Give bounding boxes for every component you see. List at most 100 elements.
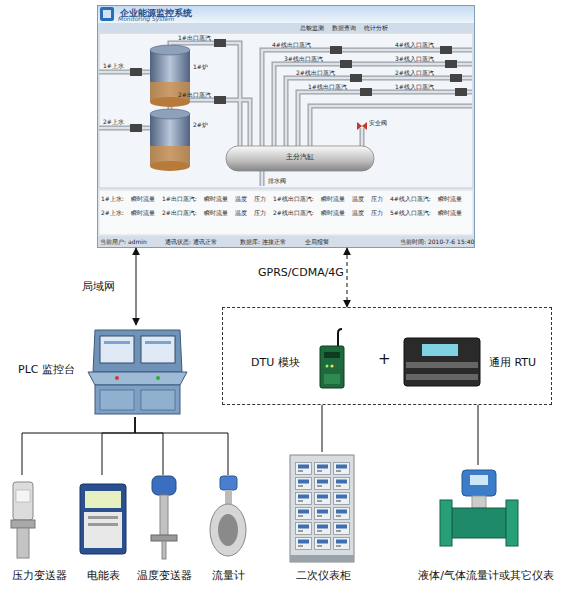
plc-console-drawing xyxy=(141,390,175,410)
screen-background xyxy=(97,5,475,23)
screen-label: 压力 xyxy=(371,196,383,202)
screen-background xyxy=(97,5,475,248)
dtu-device xyxy=(331,365,334,368)
meter-icon xyxy=(350,74,362,82)
meter-icon xyxy=(130,39,467,132)
boiler-tank xyxy=(150,50,190,102)
flow-meter-drawing xyxy=(225,490,232,504)
temperature-transmitter-drawing xyxy=(151,476,177,559)
instrument-cabinet: 二次仪表柜 xyxy=(280,452,366,582)
screen-background xyxy=(103,10,111,18)
wireless-group: +DTU 模块通用 RTU xyxy=(222,307,552,405)
node-text: 压力变送器 xyxy=(3,569,75,582)
wireless-link xyxy=(347,248,348,307)
rtu-unit: 通用 RTU xyxy=(401,326,547,392)
screen-label: 压力 xyxy=(254,196,266,202)
screen-label: 2#出口蒸汽 xyxy=(178,92,211,98)
energy-meter-drawing xyxy=(88,516,118,519)
plc-console-drawing xyxy=(100,390,134,410)
wire-link xyxy=(322,405,323,452)
screen-label: 通讯状态: 通讯正常 xyxy=(165,239,217,245)
screen-label: 温度 xyxy=(235,196,247,202)
node-text: 流量计 xyxy=(198,569,258,582)
instrument-cabinet-drawing xyxy=(290,555,354,562)
dtu-device xyxy=(338,329,342,347)
plc-console-drawing xyxy=(104,341,130,344)
rtu-device xyxy=(404,338,480,386)
instrument-cabinet-drawing xyxy=(290,455,354,562)
pressure-transmitter-drawing xyxy=(11,520,35,528)
steam-header xyxy=(226,122,374,171)
screen-label: 3#线入口蒸汽 xyxy=(395,56,434,62)
screen-label: 温度 xyxy=(235,210,247,216)
pipe-highlight xyxy=(99,43,472,186)
liquid-gas-flowmeter: 液体/气体流量计或其它仪表 xyxy=(400,465,572,582)
node-text: 电能表 xyxy=(72,569,134,582)
wire-link xyxy=(135,417,228,475)
wire-link xyxy=(102,417,135,475)
plc-console-drawing xyxy=(145,341,171,344)
edge-label: 局域网 xyxy=(82,280,115,293)
energy-meter-drawing xyxy=(80,484,126,554)
screen-label: 1#线入口蒸汽 xyxy=(395,84,434,90)
screen-label: 压力 xyxy=(371,210,383,216)
plc-console: PLC 监控台 xyxy=(18,325,196,417)
temperature-transmitter: 温度变送器 xyxy=(128,475,200,582)
screen-label: 主分汽缸 xyxy=(286,154,314,161)
meter-icon xyxy=(340,60,352,68)
plc-console-drawing xyxy=(156,376,160,380)
rtu-device xyxy=(404,338,480,386)
node-text: DTU 模块 xyxy=(251,356,300,369)
boiler-tank xyxy=(150,161,190,171)
energy-meter-drawing xyxy=(80,484,126,554)
screen-label: 2#线出口蒸汽 xyxy=(296,70,335,76)
dtu-module: DTU 模块 xyxy=(245,326,375,392)
flow-meter: 流量计 xyxy=(198,475,258,582)
screen-label: 压力 xyxy=(254,210,266,216)
screen-label: 4#线入口蒸汽 xyxy=(395,42,434,48)
screen-label: 2#出口蒸汽: xyxy=(162,210,197,216)
screen-label: 1#出口蒸汽: xyxy=(162,196,197,202)
temperature-transmitter-drawing xyxy=(151,535,177,541)
dtu-device xyxy=(324,374,340,384)
node-text: PLC 监控台 xyxy=(18,363,75,376)
dtu-device xyxy=(320,346,344,388)
screen-background xyxy=(97,236,475,248)
liquid-gas-flowmeter-drawing xyxy=(506,500,518,546)
node-text: 液体/气体流量计或其它仪表 xyxy=(400,569,572,582)
screen-label: 排水阀 xyxy=(268,178,286,184)
temperature-transmitter-drawing xyxy=(162,541,166,559)
screen-label: 2#上水: xyxy=(101,210,124,216)
flow-meter-drawing xyxy=(210,504,246,556)
screen-label: 安全阀 xyxy=(369,120,387,126)
screen-label: 当前用户: admin xyxy=(100,239,147,245)
temperature-transmitter-drawing xyxy=(152,476,176,495)
screen-label: 3#线出口蒸汽 xyxy=(284,56,323,62)
rtu-device xyxy=(422,344,458,356)
liquid-gas-flowmeter-drawing xyxy=(440,500,452,546)
rtu-device xyxy=(406,374,478,380)
steam-pipes xyxy=(99,43,472,186)
screen-label: 温度 xyxy=(352,196,364,202)
meter-icon xyxy=(130,68,142,76)
steam-pipes xyxy=(286,78,472,147)
screen-background xyxy=(99,190,473,235)
screen-label: 瞬时流量 xyxy=(204,210,228,216)
energy-meter: 电能表 xyxy=(72,475,134,582)
pressure-transmitter: 压力变送器 xyxy=(3,475,75,582)
edge-label: GPRS/CDMA/4G xyxy=(258,266,344,279)
node-text: 通用 RTU xyxy=(489,356,536,369)
dtu-device xyxy=(326,365,329,368)
boiler-tank xyxy=(150,97,190,107)
screen-label: 总貌监测 xyxy=(300,25,324,31)
energy-meter-drawing xyxy=(84,512,122,548)
screen-label: 2#线入口蒸汽 xyxy=(395,70,434,76)
plc-console-drawing xyxy=(88,330,187,414)
screen-label: 瞬时流量 xyxy=(438,210,462,216)
node-text: 企业能源监控系统 xyxy=(120,8,192,19)
pressure-transmitter-drawing xyxy=(17,528,29,558)
steam-header xyxy=(357,122,367,130)
wire-link xyxy=(478,405,479,465)
boiler-tank xyxy=(150,114,190,166)
screen-window: 企业能源监控系统 xyxy=(97,5,475,248)
